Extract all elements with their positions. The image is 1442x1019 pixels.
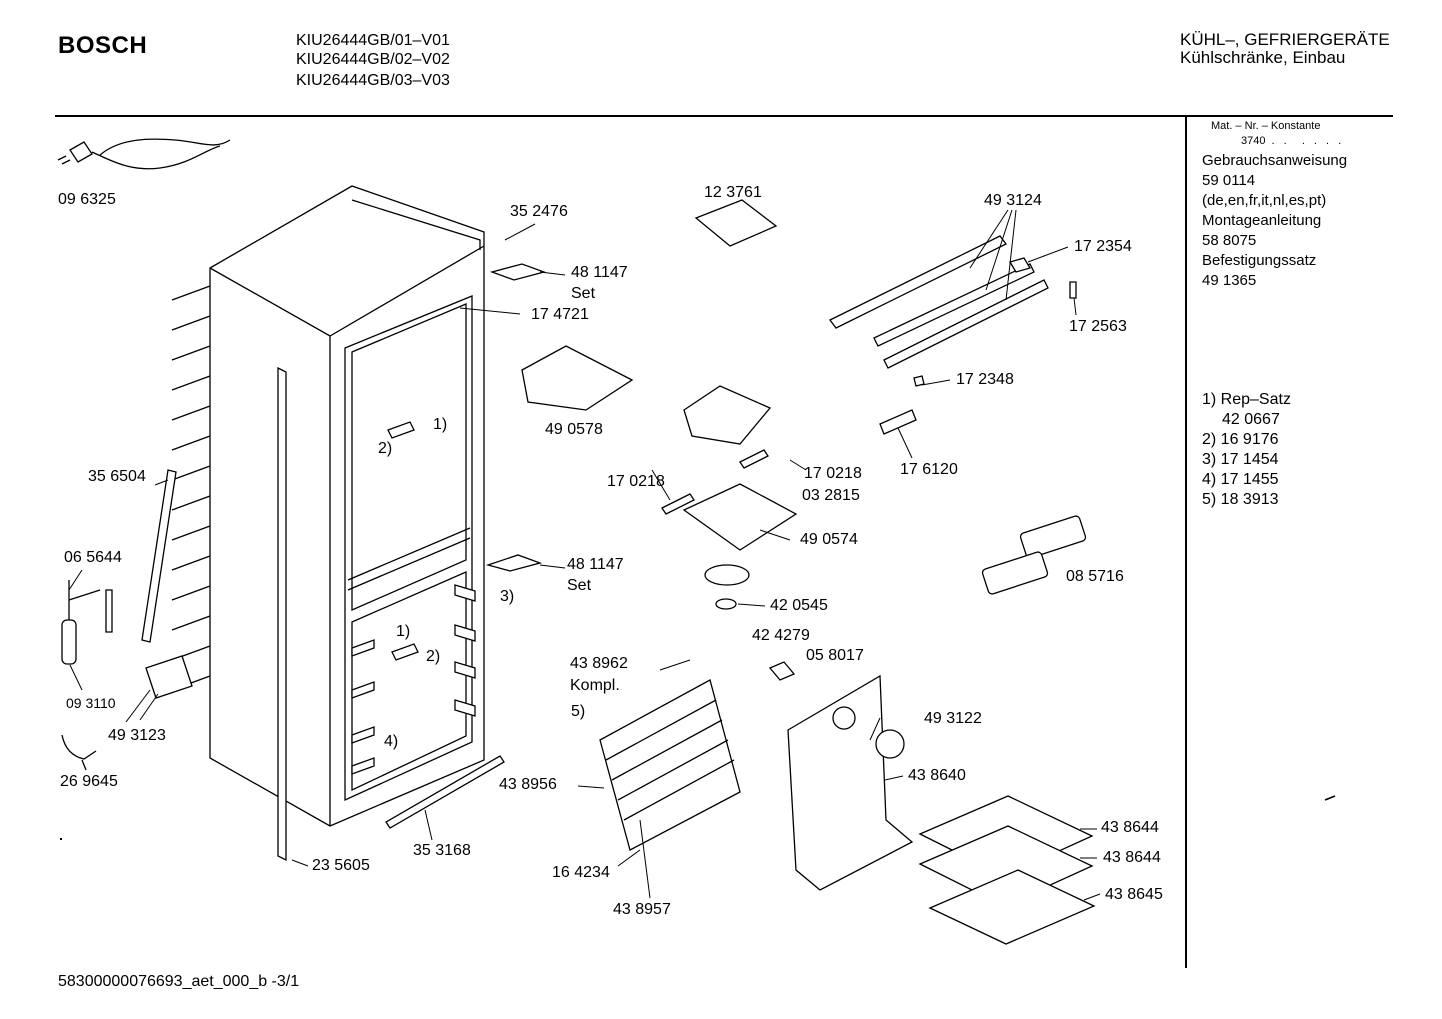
document-id: 58300000076693_aet_000_b -3/1 xyxy=(58,973,300,990)
part-label-set-lower: Set xyxy=(567,577,592,594)
part-label-093110: 09 3110 xyxy=(66,695,116,711)
part-label-438957: 43 8957 xyxy=(613,901,671,918)
part-label-235605: 23 5605 xyxy=(312,857,370,874)
part-label-176120: 17 6120 xyxy=(900,461,958,478)
doc-manual-languages: (de,en,fr,it,nl,es,pt) xyxy=(1202,192,1327,209)
fridge-housing-drawing xyxy=(172,186,484,860)
part-label-493122: 49 3122 xyxy=(924,710,982,727)
lamp-housing-icon xyxy=(684,386,770,444)
mat-nr-label: Mat. – Nr. – Konstante xyxy=(1211,120,1321,132)
part-label-481147-upper: 48 1147 xyxy=(571,264,628,281)
part-label-438962: 43 8962 xyxy=(570,655,628,672)
model-number-3: KIU26444GB/03–V03 xyxy=(296,72,450,89)
repair-kit-5: 5) 18 3913 xyxy=(1202,491,1279,508)
ref-marker-5: 5) xyxy=(571,703,586,720)
part-label-123761: 12 3761 xyxy=(704,184,762,201)
hinge-icon xyxy=(492,264,544,280)
part-label-424279: 42 4279 xyxy=(752,627,810,644)
brand-logo: BOSCH xyxy=(58,32,148,59)
part-label-438640: 43 8640 xyxy=(908,767,966,784)
ref-marker-3: 3) xyxy=(500,588,515,605)
part-label-438956: 43 8956 xyxy=(499,776,557,793)
doc-fixing-number: 49 1365 xyxy=(1202,272,1257,289)
part-label-493124: 49 3124 xyxy=(984,192,1042,209)
part-label-420545: 42 0545 xyxy=(770,597,828,614)
repair-kit-3: 3) 17 1454 xyxy=(1202,451,1279,468)
repair-kit-1-number: 42 0667 xyxy=(1222,411,1280,428)
model-number-1: KIU26444GB/01–V01 xyxy=(296,32,450,49)
mat-nr-value: 3740 . . . . . . xyxy=(1241,135,1345,147)
part-label-353168: 35 3168 xyxy=(413,842,471,859)
part-label-172563: 17 2563 xyxy=(1069,318,1127,335)
part-label-096325: 09 6325 xyxy=(58,191,116,208)
part-label-490574: 49 0574 xyxy=(800,531,858,548)
part-label-170218-left: 17 0218 xyxy=(607,473,665,490)
model-number-2: KIU26444GB/02–V02 xyxy=(296,51,450,68)
part-label-kompl: Kompl. xyxy=(570,677,620,694)
part-label-352476: 35 2476 xyxy=(510,203,568,220)
repair-kit-2: 2) 16 9176 xyxy=(1202,431,1279,448)
ref-marker-4: 4) xyxy=(384,733,399,750)
hinge-icon-lower xyxy=(488,555,540,571)
doc-fixing-label: Befestigungssatz xyxy=(1202,252,1317,269)
repair-kit-4: 4) 17 1455 xyxy=(1202,471,1279,488)
part-label-438644-lower: 43 8644 xyxy=(1103,849,1161,866)
part-label-set-upper: Set xyxy=(571,285,596,302)
part-label-481147-lower: 48 1147 xyxy=(567,556,624,573)
part-label-438645: 43 8645 xyxy=(1105,886,1163,903)
doc-install-label: Montageanleitung xyxy=(1202,212,1322,229)
part-label-174721: 17 4721 xyxy=(531,306,589,323)
ref-marker-1-upper: 1) xyxy=(433,416,448,433)
part-label-058017: 05 8017 xyxy=(806,647,864,664)
part-label-172354: 17 2354 xyxy=(1074,238,1132,255)
part-label-438644-upper: 43 8644 xyxy=(1101,819,1159,836)
freezer-pack-icon xyxy=(1020,515,1087,559)
part-label-032815: 03 2815 xyxy=(802,487,860,504)
category-title: KÜHL–, GEFRIERGERÄTE xyxy=(1180,30,1390,49)
part-label-170218-right: 17 0218 xyxy=(804,465,862,482)
trim-strip-icon xyxy=(142,470,176,642)
door-rail-icon xyxy=(830,236,1048,368)
repair-kit-1: 1) Rep–Satz xyxy=(1202,391,1291,408)
back-panel-icon xyxy=(788,676,912,890)
doc-manual-number: 59 0114 xyxy=(1202,172,1256,189)
fan-grill-icon xyxy=(876,730,904,758)
doc-manual-label: Gebrauchsanweisung xyxy=(1202,152,1348,169)
ref-marker-1-lower: 1) xyxy=(396,623,411,640)
ref-marker-2-lower: 2) xyxy=(426,648,441,665)
thermostat-icon xyxy=(62,580,192,770)
ice-tray-icon xyxy=(696,200,776,246)
fan-icon xyxy=(705,565,749,585)
part-label-493123: 49 3123 xyxy=(108,727,166,744)
part-label-065644: 06 5644 xyxy=(64,549,122,566)
light-cover-icon xyxy=(684,484,796,550)
power-cable-icon xyxy=(58,139,230,169)
evaporator-icon xyxy=(600,680,740,850)
part-label-164234: 16 4234 xyxy=(552,864,610,881)
part-label-490578: 49 0578 xyxy=(545,421,603,438)
part-label-172348: 17 2348 xyxy=(956,371,1014,388)
part-label-356504: 35 6504 xyxy=(88,468,146,485)
base-strip-icon xyxy=(386,756,504,828)
part-label-269645: 26 9645 xyxy=(60,773,118,790)
ref-marker-2-upper: 2) xyxy=(378,440,393,457)
part-label-085716: 08 5716 xyxy=(1066,568,1124,585)
doc-install-number: 58 8075 xyxy=(1202,232,1257,249)
connector-icon xyxy=(770,662,794,680)
category-subtitle: Kühlschränke, Einbau xyxy=(1180,48,1346,67)
control-panel-icon xyxy=(522,346,632,410)
